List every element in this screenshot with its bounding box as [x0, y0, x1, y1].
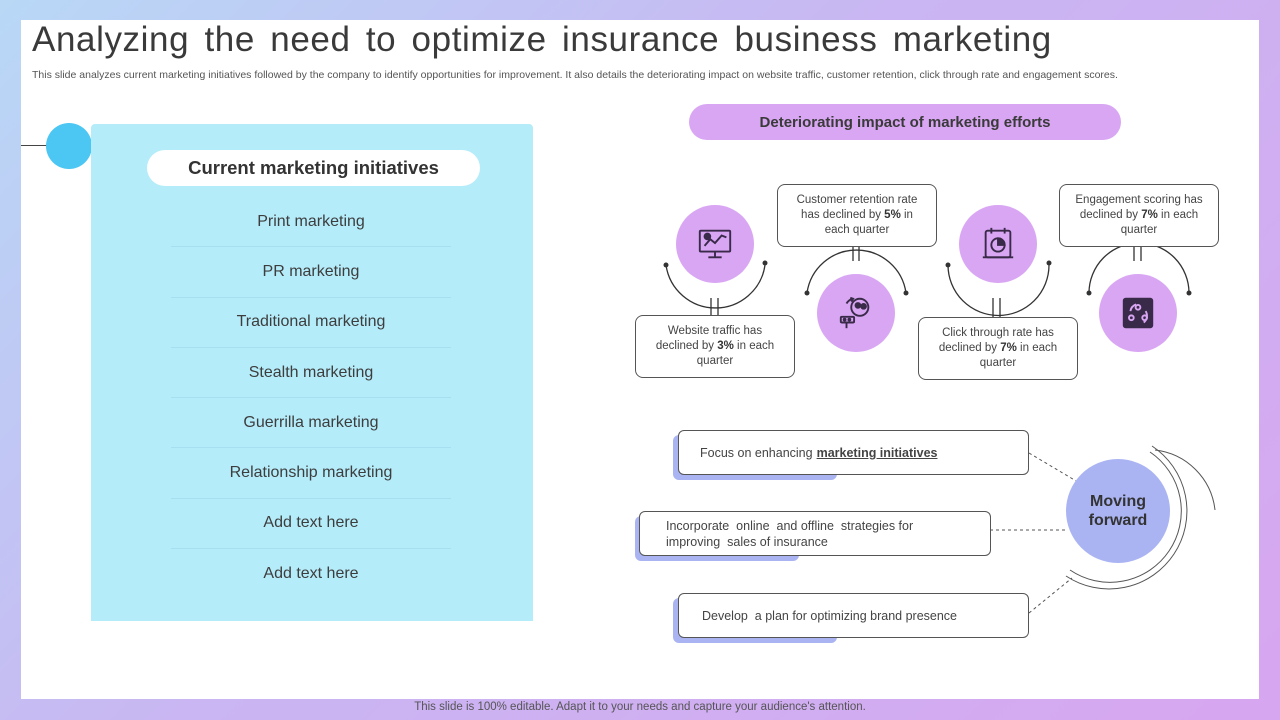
list-item: Guerrilla marketing: [171, 398, 451, 449]
action-item: Develop a plan for optimizing brand pres…: [678, 593, 1029, 638]
action-emphasis: marketing initiatives: [816, 445, 938, 460]
stat-website-traffic: Website traffic has declined by 3% in ea…: [635, 315, 795, 378]
network-cycle-icon: [1099, 274, 1177, 352]
decorative-circle: [46, 123, 92, 169]
action-text: Incorporate online and offline strategie…: [666, 518, 917, 549]
list-item: Print marketing: [171, 197, 451, 248]
presentation-chart-icon: [676, 205, 754, 283]
stat-customer-retention: Customer retention rate has declined by …: [777, 184, 937, 247]
footer-note: This slide is 100% editable. Adapt it to…: [414, 701, 866, 713]
moving-forward-circle: Moving forward: [1066, 459, 1170, 563]
list-item: PR marketing: [171, 247, 451, 298]
action-text: Develop a plan for optimizing brand pres…: [702, 608, 958, 623]
scalloped-edge: [109, 621, 513, 625]
initiatives-header: Current marketing initiatives: [147, 150, 480, 186]
stat-click-through: Click through rate has declined by 7% in…: [918, 317, 1078, 380]
list-item: Add text here: [171, 499, 451, 550]
list-item: Relationship marketing: [171, 448, 451, 499]
list-item: Add text here: [263, 565, 359, 583]
action-item: Incorporate online and offline strategie…: [639, 511, 991, 556]
page-subtitle: This slide analyzes current marketing in…: [32, 69, 1118, 81]
customer-exchange-icon: [817, 274, 895, 352]
list-item: Stealth marketing: [171, 348, 451, 399]
initiatives-list: Print marketing PR marketing Traditional…: [171, 197, 451, 599]
stat-engagement: Engagement scoring has declined by 7% in…: [1059, 184, 1219, 247]
page-title: Analyzing the need to optimize insurance…: [32, 20, 1052, 59]
list-item: Traditional marketing: [171, 298, 451, 348]
pie-chart-calendar-icon: [959, 205, 1037, 283]
impact-header: Deteriorating impact of marketing effort…: [689, 104, 1121, 140]
action-text: Focus on enhancing: [700, 445, 813, 460]
initiatives-panel: Current marketing initiatives Print mark…: [91, 124, 533, 625]
